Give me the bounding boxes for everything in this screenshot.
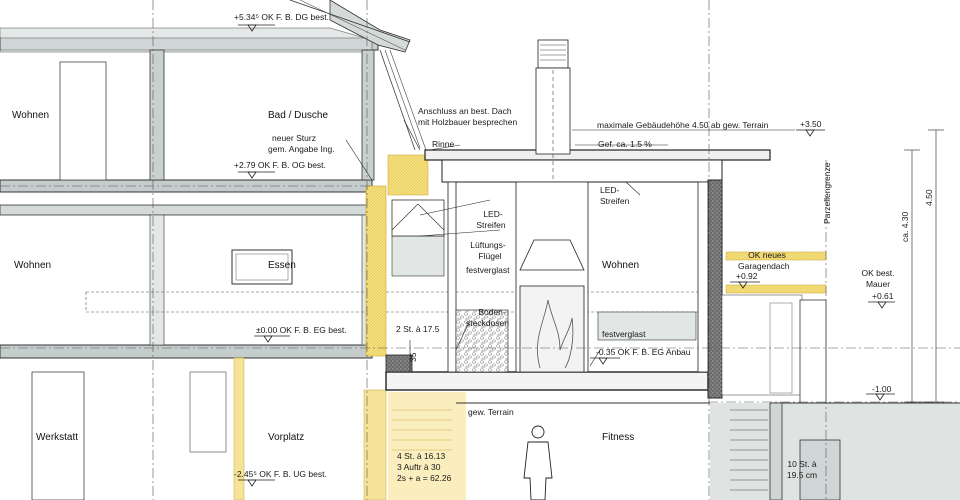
level-mauer: +0.61 bbox=[872, 291, 894, 301]
person-icon bbox=[523, 425, 553, 500]
note-garagendach-1: OK neues bbox=[748, 250, 786, 260]
note-rinne: Rinne bbox=[432, 139, 455, 149]
note-garagendach-2: Garagendach bbox=[738, 261, 790, 271]
annex bbox=[385, 39, 827, 441]
level-dg: +5.34⁵ OK F. B. DG best. bbox=[234, 12, 329, 22]
room-bad-dusche: Bad / Dusche bbox=[268, 110, 329, 121]
note-mauer-1: OK best. bbox=[861, 268, 895, 278]
room-fitness: Fitness bbox=[602, 432, 635, 443]
room-essen: Essen bbox=[268, 260, 296, 271]
level-eg: ±0.00 OK F. B. EG best. bbox=[256, 325, 347, 335]
note-festverglast-2: festverglast bbox=[602, 329, 646, 339]
note-max-hoehe: maximale Gebäudehöhe 4.50 ab gew. Terrai… bbox=[597, 120, 769, 130]
existing-house bbox=[0, 0, 701, 500]
note-gew-terrain: gew. Terrain bbox=[468, 407, 514, 417]
note-lueftung-2: Flügel bbox=[478, 251, 502, 261]
level-og: +2.79 OK F. B. OG best. bbox=[234, 160, 326, 170]
note-sturz-1: neuer Sturz bbox=[272, 133, 316, 143]
level-eg-anbau: -0.35 OK F. B. EG Anbau bbox=[596, 347, 691, 357]
note-lueftung-1: Lüftungs- bbox=[470, 240, 506, 250]
note-led-left-2: Streifen bbox=[476, 220, 506, 230]
note-stufen-2: 2 St. à 17.5 bbox=[396, 324, 440, 334]
leader-lines bbox=[345, 119, 944, 403]
note-stufen-10-2: 19.5 cm bbox=[786, 470, 818, 480]
level-ug: -2.45⁵ OK F. B. UG best. bbox=[234, 469, 327, 479]
note-led-right-1: LED- bbox=[600, 185, 620, 195]
note-stair-3: 2s + a = 62.26 bbox=[397, 473, 452, 483]
note-mauer-2: Mauer bbox=[865, 279, 891, 289]
dim-430: ca. 4.30 bbox=[900, 211, 910, 242]
note-stair-1: 4 St. à 16.13 bbox=[397, 451, 446, 461]
room-werkstatt: Werkstatt bbox=[36, 432, 79, 443]
note-gefaelle: Gef. ca. 1.5 % bbox=[598, 139, 652, 149]
note-parzellengrenze: Parzellengrenze bbox=[822, 162, 832, 224]
note-boden-2: steckdosen bbox=[466, 318, 509, 328]
note-sturz-2: gem. Angabe Ing. bbox=[268, 144, 335, 154]
room-wohnen-anbau: Wohnen bbox=[602, 260, 640, 271]
note-stufen-10-1: 10 St. à bbox=[787, 459, 817, 469]
level-garagendach: +0.92 bbox=[736, 271, 758, 281]
room-wohnen-dg: Wohnen bbox=[12, 110, 50, 121]
new-yellow-elements bbox=[363, 154, 827, 500]
level-markers bbox=[238, 24, 895, 487]
dim-450: 4.50 bbox=[924, 189, 934, 206]
note-led-left-1: LED- bbox=[483, 209, 503, 219]
level-terrain-low: -1.00 bbox=[872, 384, 892, 394]
note-boden-1: Boden- bbox=[478, 307, 506, 317]
ground bbox=[456, 402, 960, 500]
note-anschluss-1: Anschluss an best. Dach bbox=[418, 106, 512, 116]
note-anschluss-2: mit Holzbauer besprechen bbox=[418, 117, 518, 127]
note-led-right-2: Streifen bbox=[600, 196, 630, 206]
room-vorplatz: Vorplatz bbox=[268, 432, 305, 443]
room-wohnen-og: Wohnen bbox=[14, 260, 52, 271]
note-stair-2: 3 Auftr à 30 bbox=[397, 462, 441, 472]
level-max-height: +3.50 bbox=[800, 119, 822, 129]
note-festverglast-1: festverglast bbox=[466, 265, 510, 275]
dim-35: 35 bbox=[408, 352, 418, 362]
